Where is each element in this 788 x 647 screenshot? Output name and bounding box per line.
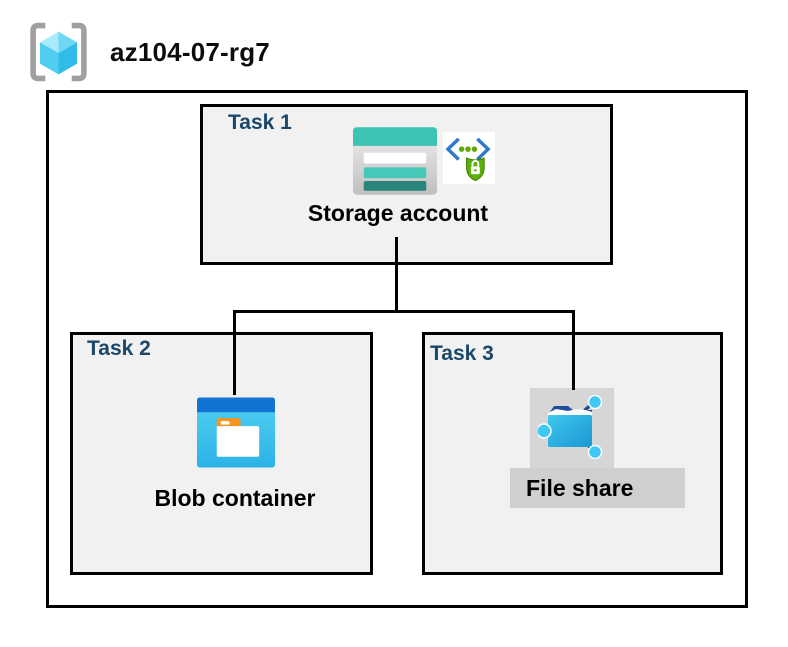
file-share-label-strip: File share xyxy=(510,468,685,508)
blob-container-icon xyxy=(197,397,275,473)
task2-box: Task 2 Blob container xyxy=(70,332,373,575)
task3-resource-name: File share xyxy=(526,475,634,501)
task2-label: Task 2 xyxy=(87,337,151,360)
task1-resource-name: Storage account xyxy=(307,200,489,226)
connector-to-blob-container xyxy=(233,310,236,395)
task3-box: Task 3 File share xyxy=(422,332,723,575)
secure-access-code-lock-icon xyxy=(443,132,495,189)
connector-to-file-share xyxy=(572,310,575,390)
storage-account-icon xyxy=(353,127,437,200)
resource-group-icon xyxy=(30,22,87,82)
task2-resource-name: Blob container xyxy=(154,485,316,511)
task1-box: Task 1 xyxy=(200,104,613,265)
file-share-icon xyxy=(538,395,603,459)
resource-group-name: az104-07-rg7 xyxy=(110,36,270,67)
file-share-selection-highlight xyxy=(530,388,614,468)
resource-group-header: az104-07-rg7 xyxy=(28,21,270,83)
connector-horizontal xyxy=(233,310,575,313)
task1-label: Task 1 xyxy=(228,111,292,134)
connector-storage-stem xyxy=(395,237,398,313)
task3-label: Task 3 xyxy=(430,342,494,365)
